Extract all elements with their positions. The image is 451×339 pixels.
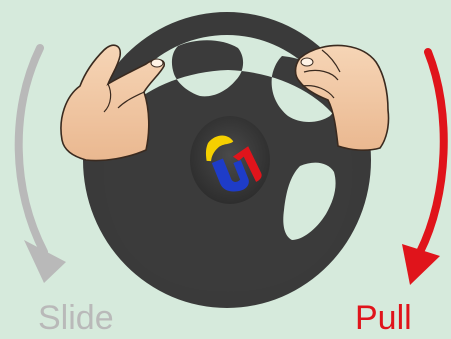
slide-arrow-icon — [19, 48, 66, 283]
slide-label: Slide — [38, 301, 114, 335]
pull-arrow-icon — [402, 52, 444, 285]
pull-label: Pull — [355, 301, 412, 335]
